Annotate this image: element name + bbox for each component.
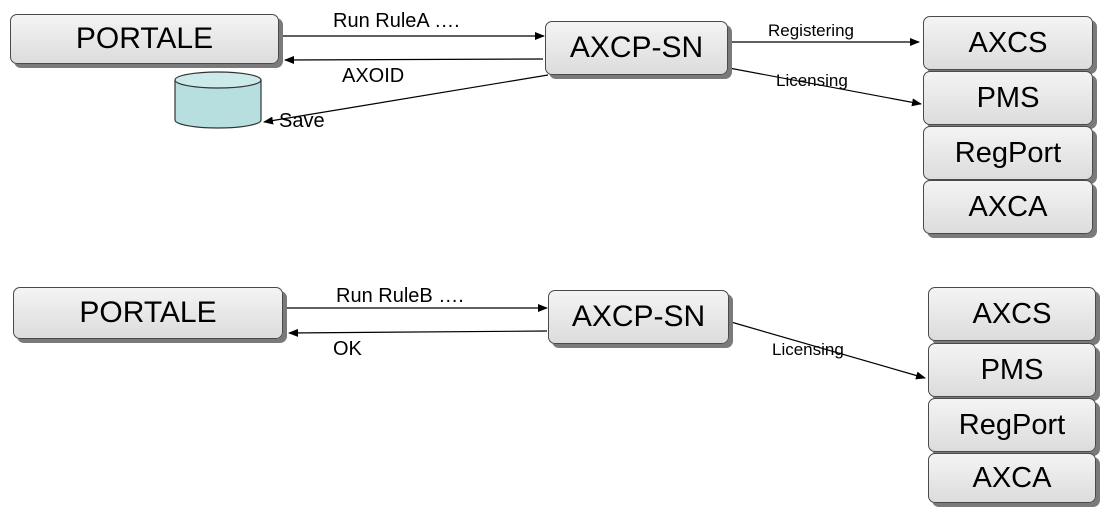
axcp-sn-box: AXCP-SN xyxy=(545,21,728,75)
service-axcs-box: AXCS xyxy=(923,16,1093,70)
service-regport-box: RegPort xyxy=(923,126,1093,180)
licensing-label-bottom: Licensing xyxy=(772,340,844,359)
arrow-ok xyxy=(288,328,548,337)
registering-label: Registering xyxy=(768,21,854,40)
arrow-save xyxy=(263,74,549,125)
licensing-label-top: Licensing xyxy=(776,71,848,90)
service-axcs-box-2: AXCS xyxy=(928,287,1096,341)
service-pms-box: PMS xyxy=(923,71,1093,125)
run-rulea-label: Run RuleA …. xyxy=(333,10,460,32)
service-regport-box-2: RegPort xyxy=(928,398,1096,452)
axcp-sn-box-2: AXCP-SN xyxy=(548,290,729,344)
portale-box-2: PORTALE xyxy=(13,287,283,339)
portale-box: PORTALE xyxy=(10,14,279,64)
arrow-licensing-top xyxy=(728,67,922,107)
service-axca-box: AXCA xyxy=(923,180,1093,234)
ok-label: OK xyxy=(333,338,362,360)
service-axca-box-2: AXCA xyxy=(928,453,1096,503)
run-ruleb-label: Run RuleB …. xyxy=(336,285,464,307)
arrow-licensing-bottom xyxy=(730,321,926,380)
service-pms-box-2: PMS xyxy=(928,343,1096,397)
database-icon xyxy=(174,71,262,129)
axoid-label: AXOID xyxy=(342,65,405,87)
arrow-axoid xyxy=(284,55,544,64)
save-label: Save xyxy=(279,110,325,132)
